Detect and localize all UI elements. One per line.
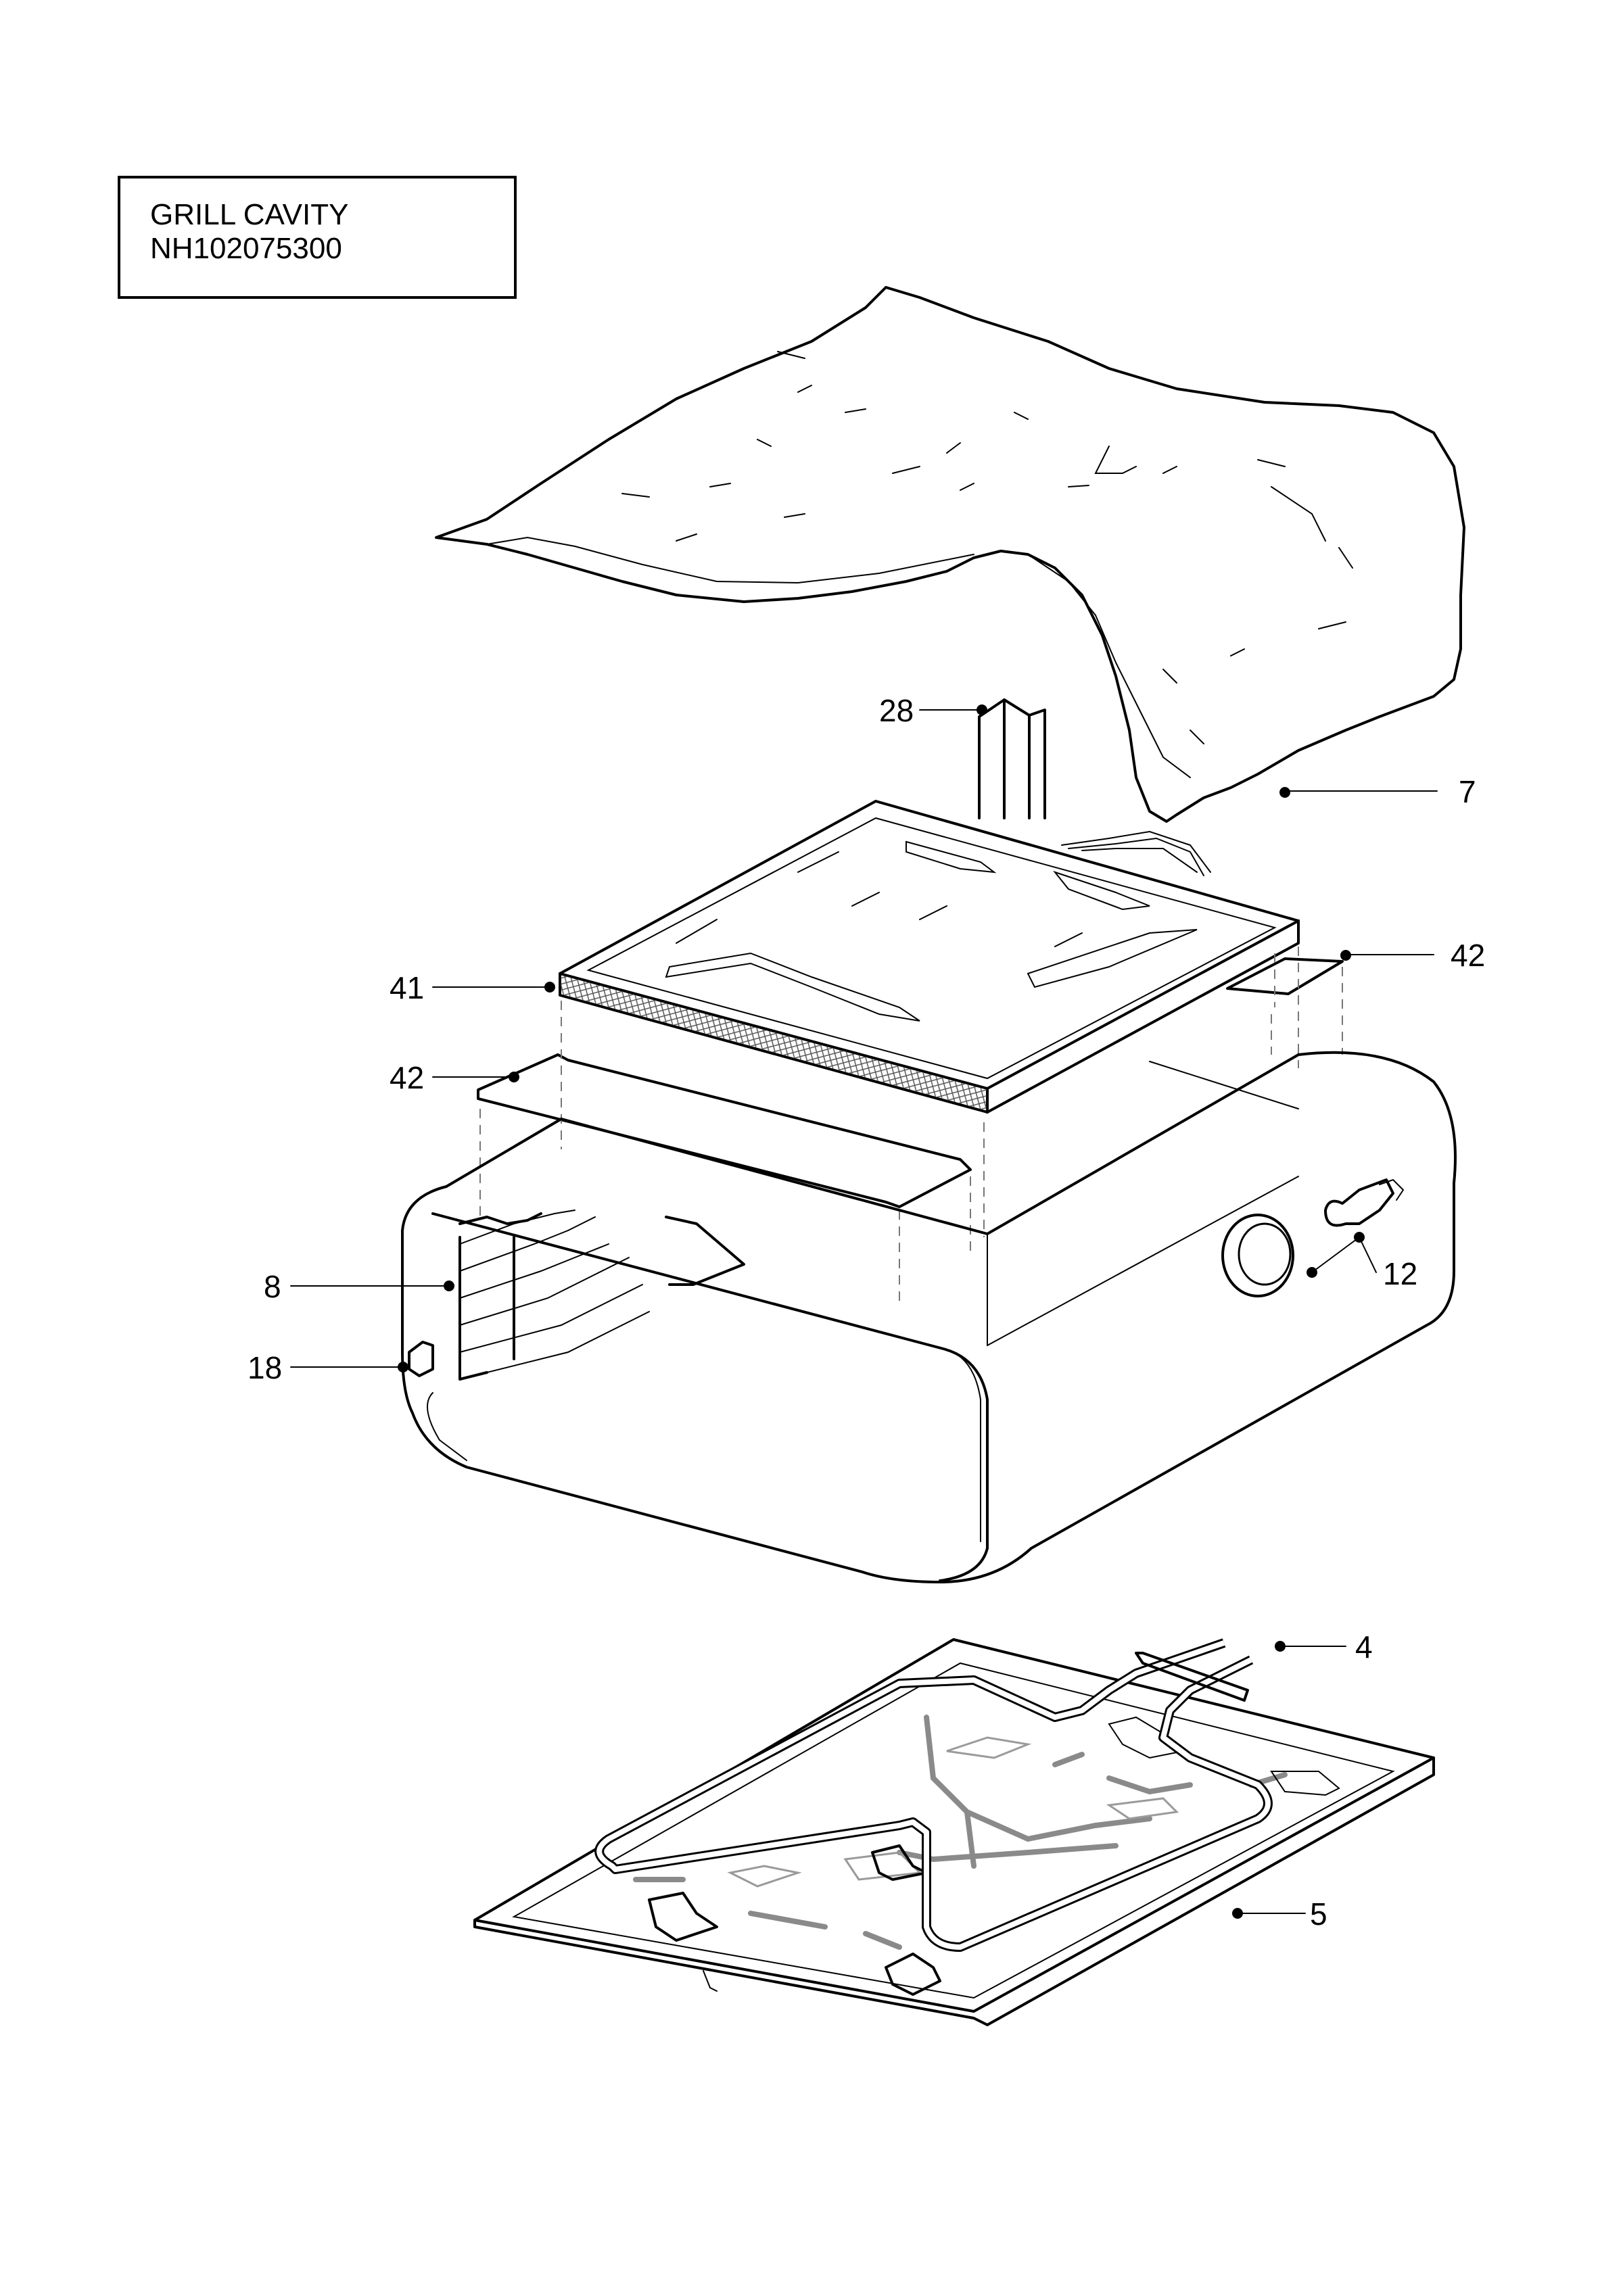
top-plate-part-41 [559, 800, 1300, 1114]
callout-4: 4 [1355, 1629, 1373, 1665]
bracket-part-28 [978, 698, 1046, 819]
rack-part-8 [458, 1210, 650, 1381]
title-line-1: GRILL CAVITY [150, 198, 348, 231]
callout-41: 41 [390, 970, 424, 1005]
callout-7: 7 [1459, 774, 1476, 809]
callout-28: 28 [879, 693, 914, 728]
cavity-body [401, 1051, 1457, 1583]
title-box: GRILL CAVITY NH102075300 [118, 176, 517, 299]
heating-element-part-4 [594, 1638, 1273, 1952]
lamp-part-12 [1221, 1178, 1405, 1297]
insulation-blanket [435, 286, 1465, 823]
callout-42-left: 42 [390, 1060, 424, 1095]
callout-labels: 28 7 42 41 42 12 8 18 4 5 [248, 693, 1485, 1932]
callout-18: 18 [248, 1350, 282, 1385]
clip-part-18 [408, 1341, 434, 1377]
title-line-2: NH102075300 [150, 232, 342, 265]
callout-12: 12 [1383, 1256, 1417, 1291]
guide-lines [479, 947, 1343, 1305]
callout-5: 5 [1310, 1896, 1327, 1932]
strip-part-42-right [1226, 957, 1344, 995]
callout-8: 8 [264, 1269, 281, 1304]
callout-42-right: 42 [1451, 938, 1485, 973]
callout-leaders [290, 704, 1438, 1919]
base-plate-part-5 [473, 1638, 1435, 2026]
